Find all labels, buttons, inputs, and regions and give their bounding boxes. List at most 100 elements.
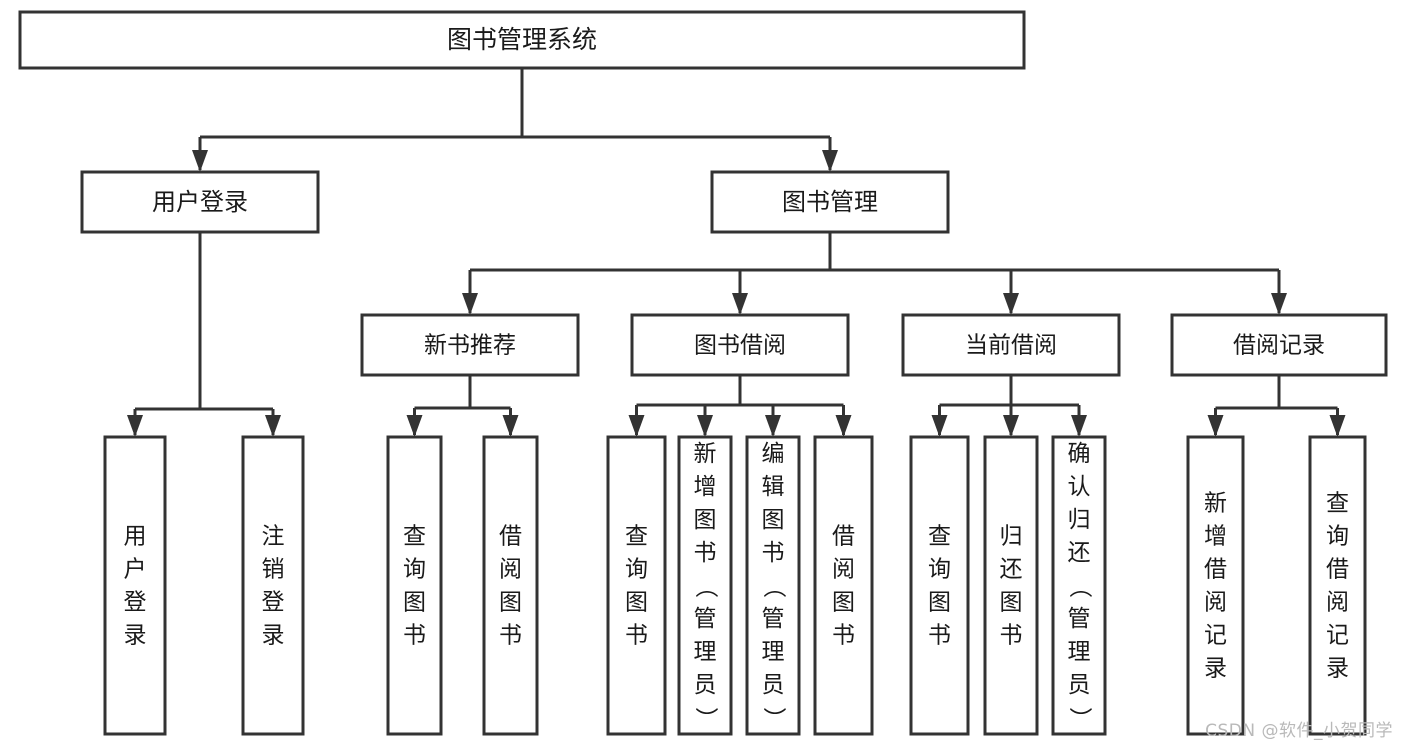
svg-text:图: 图 — [1000, 590, 1023, 616]
svg-text:书: 书 — [928, 623, 951, 649]
svg-text:借: 借 — [1326, 557, 1349, 583]
node-box-current-borrow[interactable] — [901, 313, 1121, 377]
svg-text:还: 还 — [1000, 557, 1023, 583]
node-label-root: 图书管理系统 — [447, 25, 597, 54]
node-label-borrow-record: 借阅记录 — [1233, 333, 1325, 359]
svg-text:询: 询 — [1326, 524, 1349, 550]
svg-text:理: 理 — [762, 639, 785, 665]
arrow-head-icon-book-borrow-3 — [835, 415, 852, 437]
svg-text:管: 管 — [694, 606, 717, 632]
node-box-leaf-return-book[interactable] — [983, 435, 1039, 736]
arrow-head-icon-new-book-1 — [502, 415, 519, 437]
node-box-borrow-record[interactable] — [1170, 313, 1388, 377]
arrow-head-icon-current-borrow-0 — [931, 415, 948, 437]
arrow-head-icon-level3-2 — [1003, 293, 1019, 315]
node-box-user-login[interactable] — [80, 170, 320, 234]
svg-text:书: 书 — [499, 623, 522, 649]
svg-text:归: 归 — [1000, 524, 1023, 550]
svg-text:理: 理 — [694, 639, 717, 665]
node-box-leaf-add-record[interactable] — [1186, 435, 1245, 736]
svg-text:登: 登 — [262, 590, 285, 616]
svg-text:注: 注 — [262, 524, 285, 550]
svg-text:图: 图 — [625, 590, 648, 616]
node-box-leaf-query-book-1[interactable] — [386, 435, 443, 736]
svg-text:确: 确 — [1068, 441, 1091, 467]
svg-text:新: 新 — [694, 441, 717, 467]
svg-text:书: 书 — [1000, 623, 1023, 649]
svg-text:管: 管 — [762, 606, 785, 632]
node-box-leaf-user-login[interactable] — [103, 435, 167, 736]
node-box-leaf-borrow-book-2[interactable] — [813, 435, 874, 736]
svg-text:图: 图 — [832, 590, 855, 616]
arrow-head-icon-level3-3 — [1271, 293, 1287, 315]
node-box-leaf-edit-book[interactable] — [745, 435, 801, 736]
node-box-leaf-query-book-2[interactable] — [606, 435, 667, 736]
arrow-head-icon-borrow-record-1 — [1329, 415, 1346, 437]
svg-text:录: 录 — [124, 623, 147, 649]
arrow-head-icon-level2-1 — [822, 150, 838, 172]
node-label-leaf-user-login: 用户登录 — [124, 524, 147, 649]
arrow-head-icon-level3-1 — [732, 293, 748, 315]
svg-text:书: 书 — [625, 623, 648, 649]
svg-text:）: ） — [693, 707, 719, 730]
arrow-head-icon-book-borrow-1 — [697, 415, 713, 437]
svg-text:借: 借 — [499, 524, 522, 550]
node-box-leaf-confirm-return[interactable] — [1051, 435, 1107, 736]
svg-text:增: 增 — [1204, 524, 1227, 550]
svg-text:增: 增 — [694, 474, 717, 500]
svg-text:查: 查 — [625, 524, 648, 550]
node-box-leaf-query-book-3[interactable] — [909, 435, 970, 736]
arrow-head-icon-borrow-record-0 — [1207, 415, 1224, 437]
arrow-head-icon-user-login-1 — [265, 415, 281, 437]
svg-text:图: 图 — [499, 590, 522, 616]
svg-text:询: 询 — [625, 557, 648, 583]
svg-text:记: 记 — [1326, 623, 1349, 649]
node-label-current-borrow: 当前借阅 — [965, 333, 1057, 359]
svg-text:用: 用 — [124, 524, 147, 550]
svg-text:（: （ — [761, 575, 787, 598]
svg-text:阅: 阅 — [832, 557, 855, 583]
arrow-head-icon-book-borrow-0 — [628, 415, 645, 437]
node-box-leaf-logout-login[interactable] — [241, 435, 305, 736]
svg-text:阅: 阅 — [1204, 590, 1227, 616]
svg-text:编: 编 — [762, 441, 785, 467]
svg-text:书: 书 — [403, 623, 426, 649]
svg-text:还: 还 — [1068, 540, 1091, 566]
arrow-head-icon-level2-0 — [192, 150, 208, 172]
node-box-new-book-recommend[interactable] — [360, 313, 580, 377]
svg-text:询: 询 — [928, 557, 951, 583]
node-box-book-manage[interactable] — [710, 170, 950, 234]
node-box-leaf-borrow-book-1[interactable] — [482, 435, 539, 736]
node-box-leaf-add-book[interactable] — [677, 435, 733, 736]
arrow-head-icon-current-borrow-1 — [1003, 415, 1019, 437]
svg-text:图: 图 — [762, 507, 785, 533]
svg-text:询: 询 — [403, 557, 426, 583]
svg-text:）: ） — [1067, 707, 1093, 730]
node-box-book-borrow[interactable] — [630, 313, 850, 377]
arrow-head-icon-level3-0 — [462, 293, 478, 315]
svg-text:录: 录 — [1204, 656, 1227, 682]
svg-text:管: 管 — [1068, 606, 1091, 632]
svg-text:（: （ — [1067, 575, 1093, 598]
svg-text:归: 归 — [1068, 507, 1091, 533]
svg-text:阅: 阅 — [499, 557, 522, 583]
node-label-new-book-recommend: 新书推荐 — [424, 333, 516, 359]
arrow-head-icon-book-borrow-2 — [765, 415, 781, 437]
svg-text:理: 理 — [1068, 639, 1091, 665]
svg-text:）: ） — [761, 707, 787, 730]
svg-text:登: 登 — [124, 590, 147, 616]
node-label-book-manage: 图书管理 — [782, 188, 878, 216]
svg-text:借: 借 — [832, 524, 855, 550]
node-box-root[interactable] — [18, 10, 1026, 70]
node-box-leaf-query-record[interactable] — [1308, 435, 1367, 736]
svg-text:查: 查 — [928, 524, 951, 550]
